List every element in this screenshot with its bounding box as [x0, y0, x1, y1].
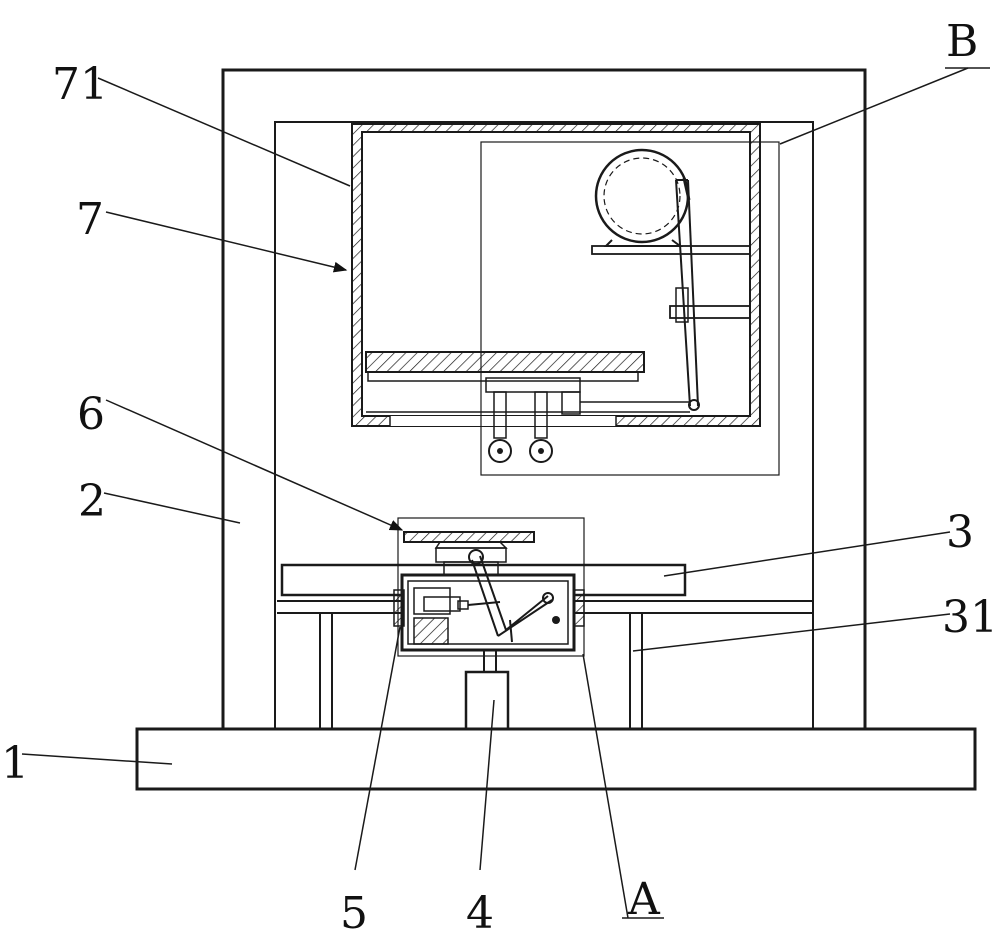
table-legs	[319, 612, 643, 730]
leader-lines	[21, 67, 990, 919]
motor-drum	[591, 148, 751, 411]
label-2: 2	[78, 476, 106, 527]
outer-frame	[221, 68, 867, 729]
label-31: 31	[942, 592, 998, 643]
label-4: 4	[466, 888, 494, 939]
inner-tray	[365, 351, 690, 415]
base-plate	[135, 727, 977, 791]
linkage-box	[393, 549, 585, 652]
label-5: 5	[340, 888, 368, 939]
detail-outline-b	[480, 141, 780, 476]
label-71: 71	[52, 59, 108, 110]
label-3: 3	[946, 507, 974, 558]
label-6: 6	[77, 389, 105, 440]
cylinder	[464, 649, 510, 731]
top-plate	[403, 531, 535, 577]
label-b: B	[946, 16, 978, 67]
label-1: 1	[1, 738, 29, 789]
detail-outline-a	[397, 517, 585, 657]
label-a: A	[627, 874, 661, 925]
roller-legs	[488, 391, 553, 463]
label-7: 7	[76, 194, 104, 245]
